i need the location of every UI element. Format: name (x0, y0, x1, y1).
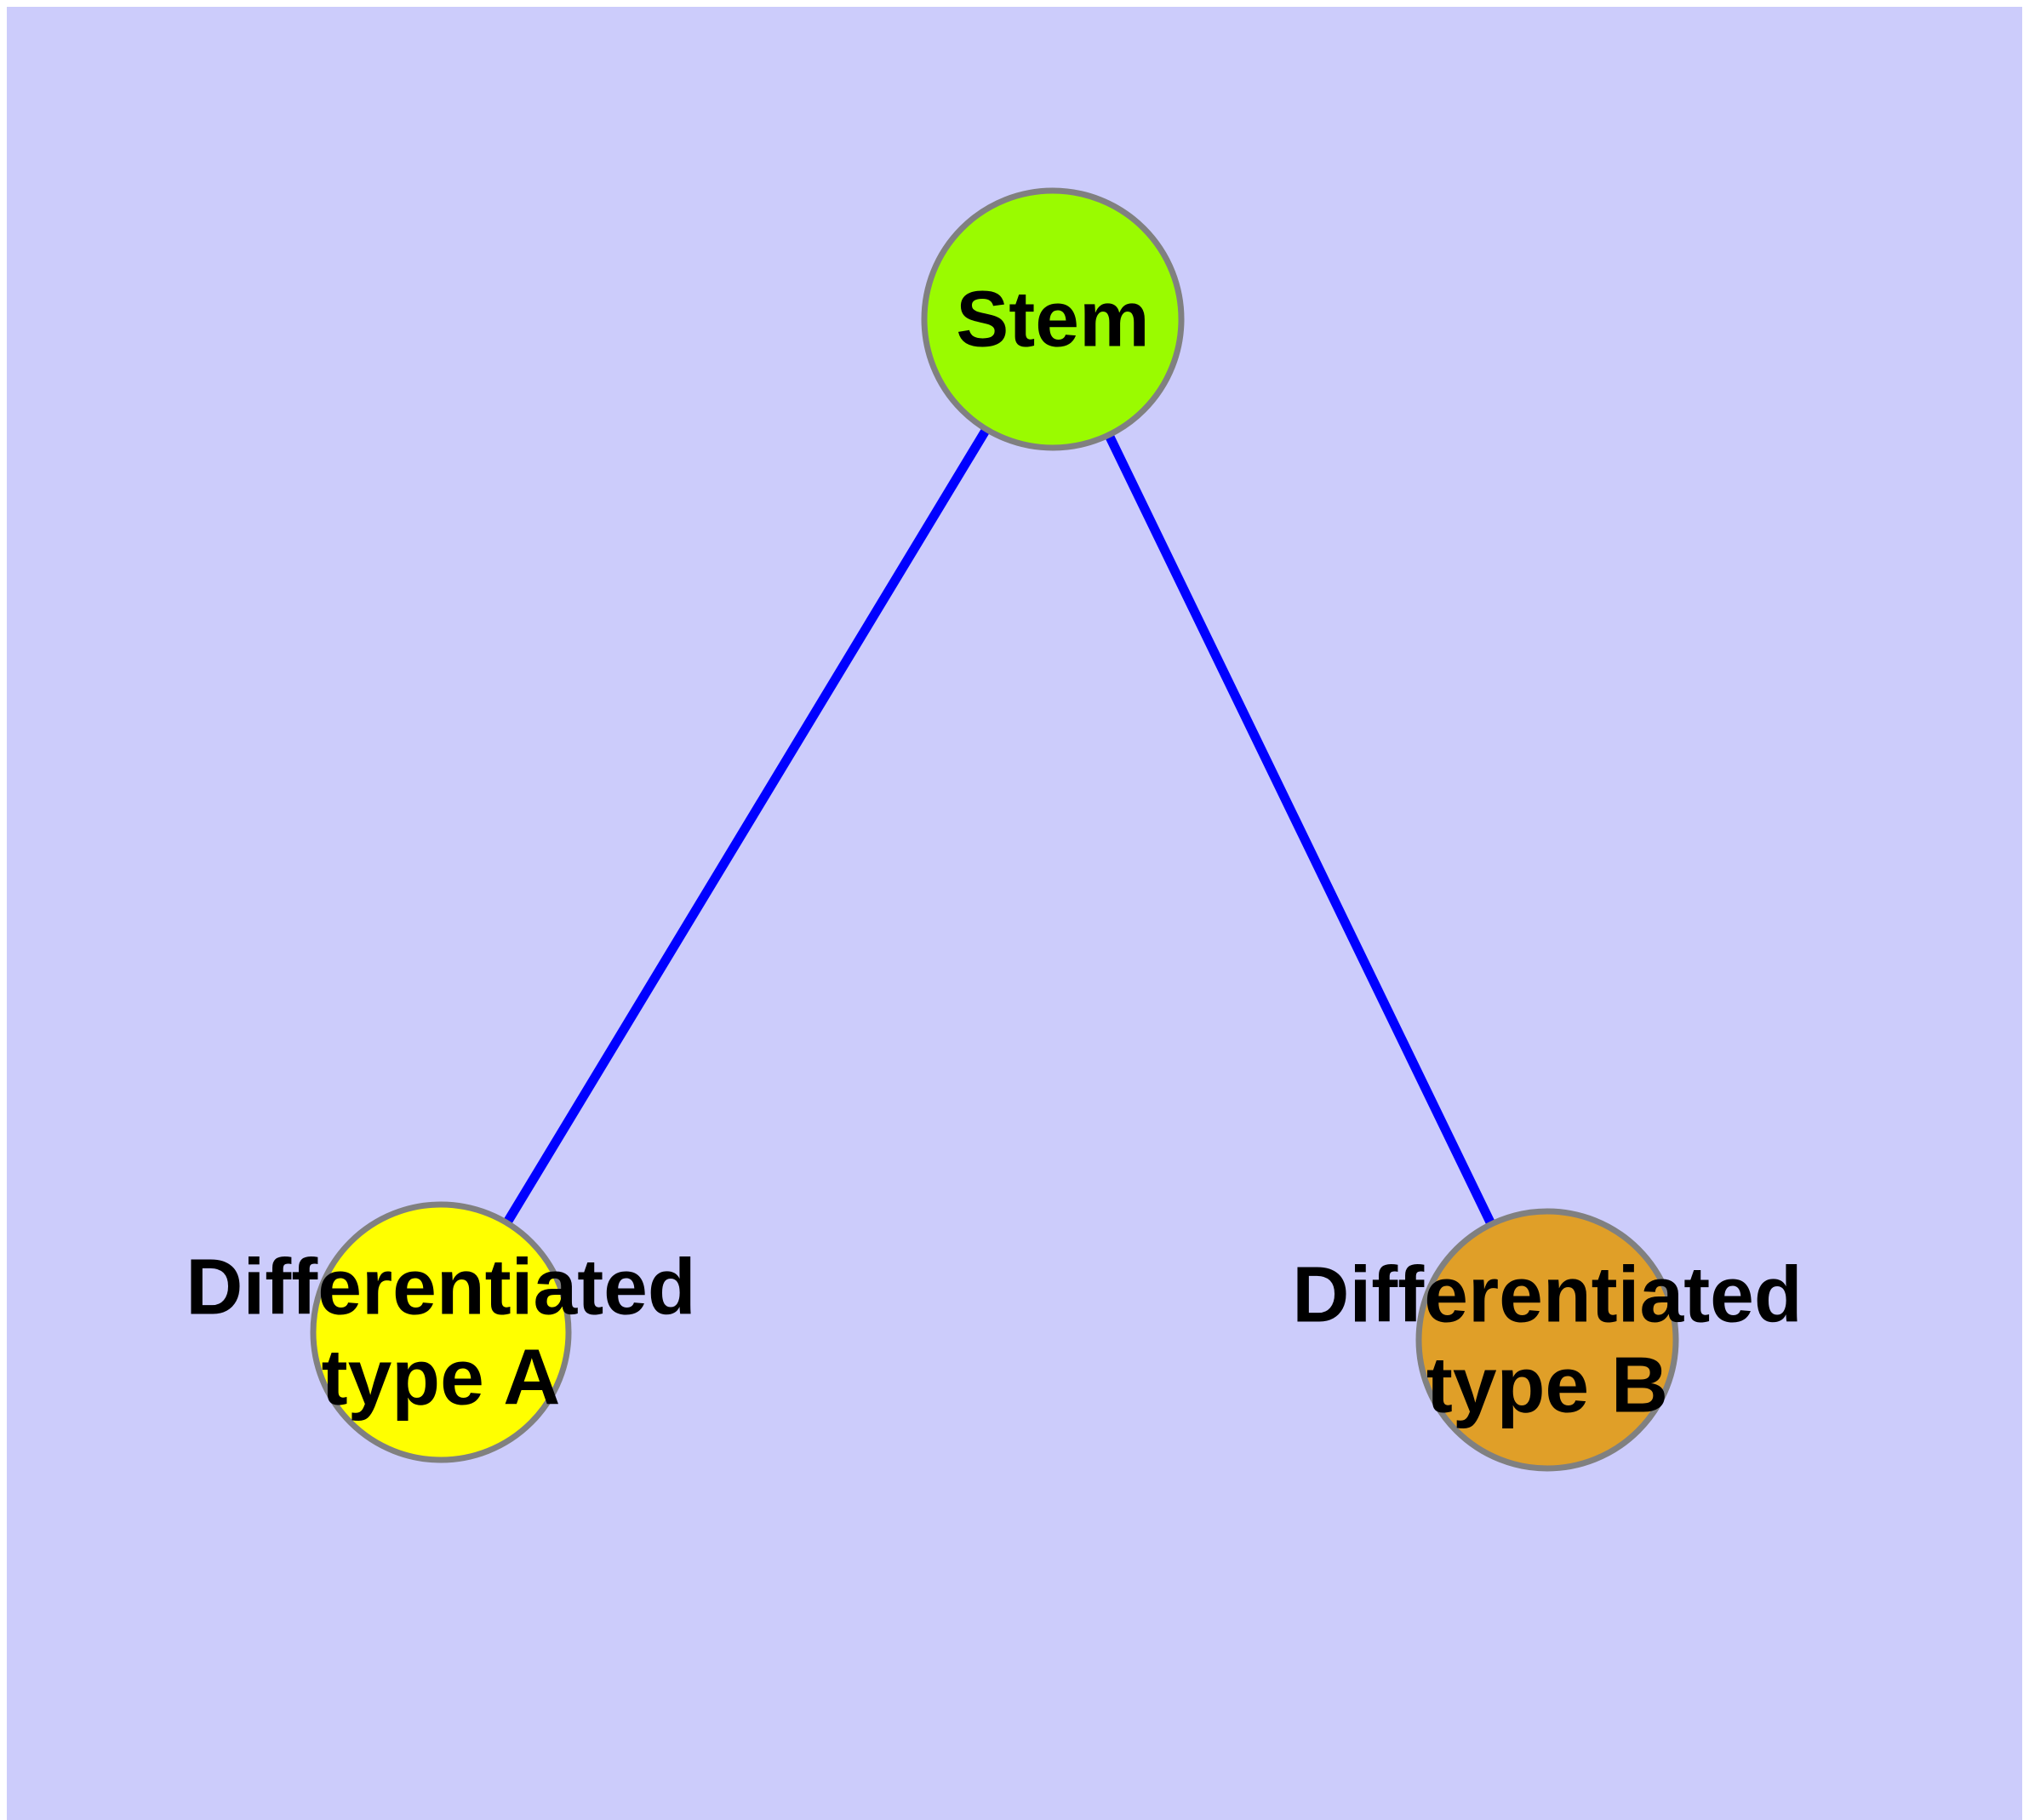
graph-node-diff_b[interactable] (1415, 1208, 1679, 1472)
graph-node-label-line: Stem (956, 275, 1149, 363)
graph-edge[interactable] (503, 428, 990, 1224)
graph-node-label-line: type B (1426, 1341, 1668, 1429)
edge-layer (503, 428, 1495, 1225)
graph-node-label-line: Differentiated (186, 1243, 695, 1331)
node-layer (310, 187, 1679, 1472)
graph-node-label-stem: Stem (956, 275, 1149, 363)
graph-node-stem[interactable] (921, 187, 1185, 451)
graph-node-label-line: Differentiated (1292, 1251, 1802, 1339)
graph-edge[interactable] (1105, 434, 1495, 1225)
graph-node-diff_a[interactable] (310, 1201, 572, 1463)
graph-node-label-line: type A (322, 1333, 561, 1422)
